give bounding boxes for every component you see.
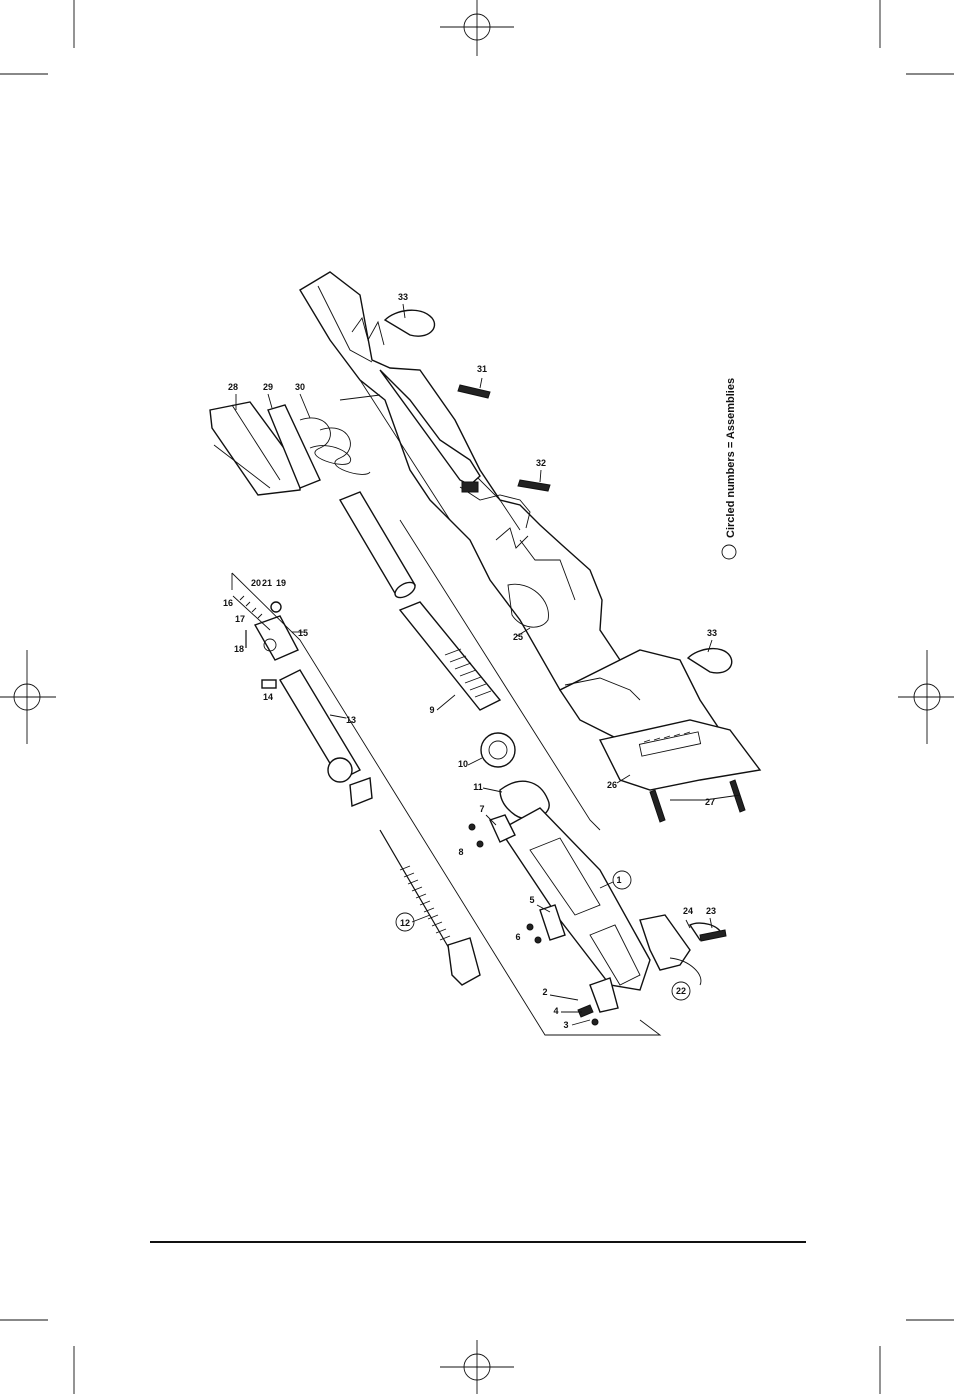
label-part-30: 30 (295, 382, 305, 392)
label-part-33-top: 33 (398, 292, 408, 302)
label-part-12: 12 (400, 918, 410, 928)
label-part-5: 5 (529, 895, 534, 905)
registration-mark-right (898, 650, 954, 744)
label-part-13: 13 (346, 715, 356, 725)
label-part-1: 1 (616, 875, 621, 885)
label-part-8: 8 (458, 847, 463, 857)
label-part-22: 22 (676, 986, 686, 996)
assemblies-legend: Circled numbers = Assemblies (722, 378, 737, 559)
registration-mark-left (0, 650, 56, 744)
label-part-26: 26 (607, 780, 617, 790)
label-part-33-bottom: 33 (707, 628, 717, 638)
label-part-3: 3 (563, 1020, 568, 1030)
label-part-15: 15 (298, 628, 308, 638)
label-part-31: 31 (477, 364, 487, 374)
label-part-23: 23 (706, 906, 716, 916)
label-part-7: 7 (479, 804, 484, 814)
label-part-19: 19 (276, 578, 286, 588)
label-part-28: 28 (228, 382, 238, 392)
label-part-24: 24 (683, 906, 693, 916)
label-part-14: 14 (263, 692, 273, 702)
label-part-10: 10 (458, 759, 468, 769)
label-part-20: 20 (251, 578, 261, 588)
legend-circle-symbol (722, 545, 736, 559)
legend-text: Circled numbers = Assemblies (725, 378, 737, 538)
label-part-4: 4 (553, 1006, 558, 1016)
label-part-16: 16 (223, 598, 233, 608)
registration-mark-bottom (440, 1340, 514, 1394)
registration-mark-top (440, 0, 514, 56)
label-part-18: 18 (234, 644, 244, 654)
label-part-32: 32 (536, 458, 546, 468)
magazine-drawing (210, 402, 418, 601)
label-part-6: 6 (515, 932, 520, 942)
label-part-2: 2 (542, 987, 547, 997)
label-part-17: 17 (235, 614, 245, 624)
label-part-29: 29 (263, 382, 273, 392)
label-part-11: 11 (473, 782, 483, 792)
label-part-9: 9 (429, 705, 434, 715)
label-part-21: 21 (262, 578, 272, 588)
